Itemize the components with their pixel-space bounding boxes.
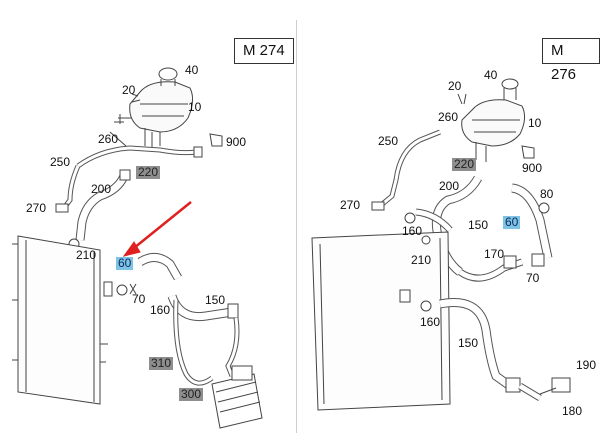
part-label: 900 (226, 135, 247, 149)
part-label: 20 (122, 83, 136, 97)
part-label: 10 (188, 100, 202, 114)
part-label-selected: 60 (116, 256, 134, 270)
part-label: 210 (76, 248, 97, 262)
part-label: 150 (458, 336, 479, 350)
part-label: 210 (411, 253, 432, 267)
part-label: 160 (150, 303, 171, 317)
part-label: 190 (576, 358, 597, 372)
part-label: 70 (132, 292, 146, 306)
model-label-m274: M 274 (234, 38, 294, 64)
part-label: 200 (439, 179, 460, 193)
part-label: 260 (438, 110, 459, 124)
part-label: 270 (340, 198, 361, 212)
m274-parts-drawing (12, 67, 263, 429)
part-label: 20 (448, 79, 462, 93)
part-label-selected: 60 (503, 215, 521, 229)
part-label: 150 (468, 218, 489, 232)
part-label: 270 (26, 201, 47, 215)
part-label: 160 (402, 224, 423, 238)
part-label: 900 (522, 161, 543, 175)
part-label-highlighted: 220 (136, 165, 161, 179)
part-label: 260 (98, 132, 119, 146)
part-label: 170 (484, 247, 505, 261)
part-label: 80 (540, 187, 554, 201)
part-label-highlighted: 310 (149, 356, 174, 370)
panel-m276: M 276 (300, 0, 600, 433)
part-label: 150 (205, 293, 226, 307)
part-label: 70 (526, 271, 540, 285)
part-label: 10 (528, 116, 542, 130)
part-label: 250 (378, 134, 399, 148)
part-label: 180 (562, 404, 583, 418)
part-label: 40 (185, 63, 199, 77)
panel-m274: M 274 (0, 0, 297, 433)
part-label-highlighted: 300 (179, 387, 204, 401)
part-label: 200 (91, 182, 112, 196)
m276-parts-drawing (311, 78, 571, 411)
part-label-highlighted: 220 (452, 157, 477, 171)
part-label: 160 (420, 315, 441, 329)
part-label: 250 (50, 155, 71, 169)
panel-divider (296, 20, 297, 433)
part-label: 40 (484, 68, 498, 82)
